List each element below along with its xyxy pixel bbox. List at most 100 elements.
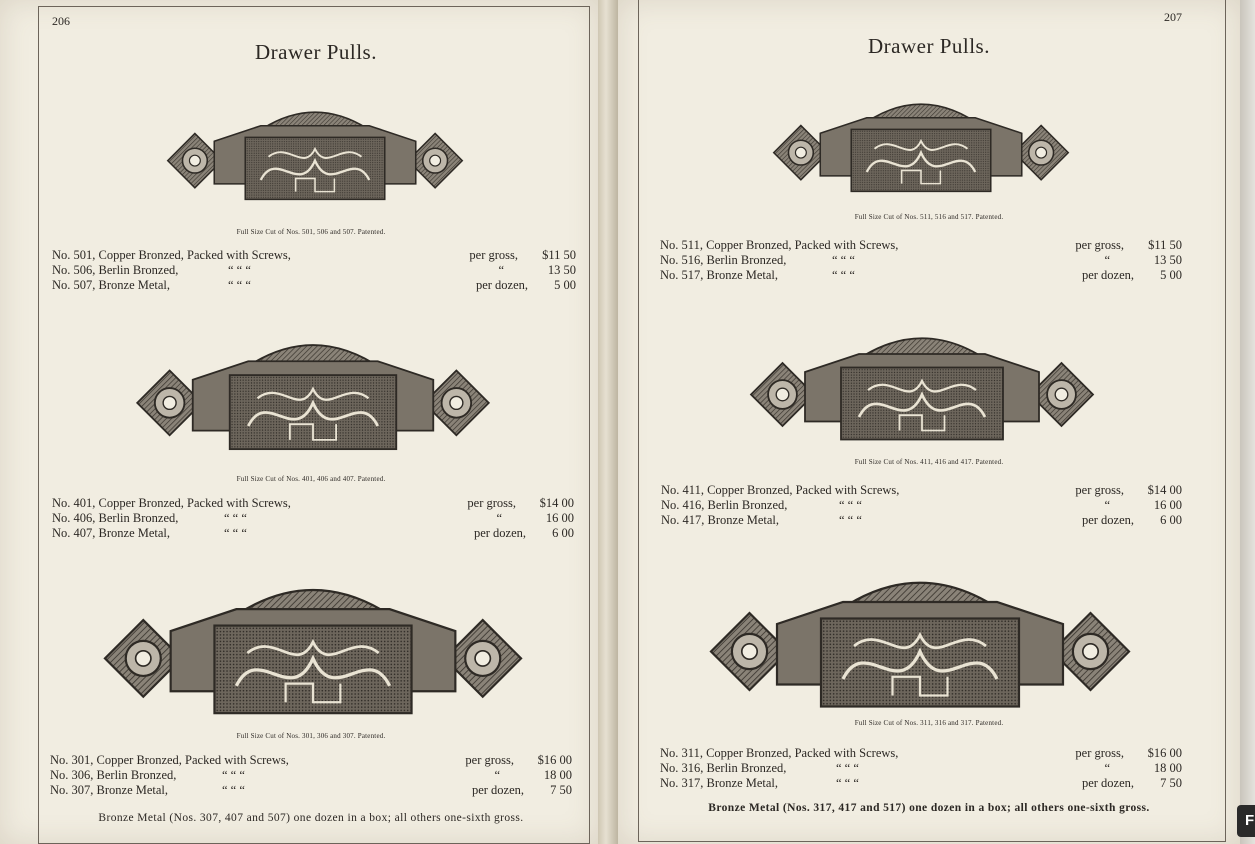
ditto-marks: “ “ “ bbox=[224, 526, 247, 540]
drawer-pull-illustration bbox=[749, 336, 1095, 442]
ditto-marks: “ “ “ bbox=[839, 513, 862, 527]
price-row: No. 511, Copper Bronzed, Packed with Scr… bbox=[660, 238, 1182, 253]
item-price: 16 00 bbox=[1153, 498, 1182, 512]
item-name: No. 411, Copper Bronzed, Packed with Scr… bbox=[661, 483, 900, 497]
ditto-marks: “ “ “ bbox=[836, 761, 859, 775]
item-unit: per dozen, bbox=[1081, 776, 1134, 790]
price-list: No. 311, Copper Bronzed, Packed with Scr… bbox=[660, 746, 1182, 791]
item-unit: “ bbox=[1104, 761, 1110, 775]
right-page: 207 Drawer Pulls. Full Size Cut of Nos. … bbox=[618, 0, 1240, 844]
item-price: 18 00 bbox=[1153, 761, 1182, 775]
drawer-pull-illustration bbox=[709, 581, 1131, 709]
item-name: No. 417, Bronze Metal, bbox=[661, 513, 780, 527]
page-edge bbox=[1240, 0, 1255, 844]
drawer-pull-illustration bbox=[103, 588, 523, 715]
price-row: No. 406, Berlin Bronzed, “ “ “ “ 16 00 bbox=[52, 511, 574, 526]
item-unit: per dozen, bbox=[1081, 513, 1134, 527]
item-name: No. 416, Berlin Bronzed, bbox=[661, 498, 788, 512]
price-row: No. 401, Copper Bronzed, Packed with Scr… bbox=[52, 496, 574, 511]
overlay-button-label: F bbox=[1245, 812, 1255, 829]
price-row: No. 506, Berlin Bronzed, “ “ “ “ 13 50 bbox=[52, 263, 576, 278]
page-title: Drawer Pulls. bbox=[255, 40, 377, 64]
left-page: 206 Drawer Pulls. Full Size Cut of Nos. … bbox=[0, 0, 598, 844]
figure-caption: Full Size Cut of Nos. 501, 506 and 507. … bbox=[236, 228, 386, 236]
ditto-marks: “ “ “ bbox=[839, 498, 862, 512]
figure-caption: Full Size Cut of Nos. 311, 316 and 317. … bbox=[854, 719, 1004, 727]
figure-caption: Full Size Cut of Nos. 401, 406 and 407. … bbox=[236, 475, 386, 483]
price-row: No. 301, Copper Bronzed, Packed with Scr… bbox=[50, 753, 572, 768]
item-name: No. 401, Copper Bronzed, Packed with Scr… bbox=[52, 496, 291, 510]
price-list: No. 401, Copper Bronzed, Packed with Scr… bbox=[52, 496, 574, 541]
figure-caption: Full Size Cut of Nos. 301, 306 and 307. … bbox=[236, 732, 386, 740]
ditto-marks: “ “ “ bbox=[228, 263, 251, 277]
price-row: No. 417, Bronze Metal, “ “ “ per dozen, 6 0… bbox=[661, 513, 1182, 528]
item-unit: “ bbox=[496, 511, 502, 525]
item-price: $11 50 bbox=[1148, 238, 1182, 252]
price-list: No. 511, Copper Bronzed, Packed with Scr… bbox=[660, 238, 1182, 283]
item-price: 16 00 bbox=[545, 511, 574, 525]
ditto-marks: “ “ “ bbox=[222, 768, 245, 782]
price-row: No. 411, Copper Bronzed, Packed with Scr… bbox=[661, 483, 1182, 498]
item-name: No. 311, Copper Bronzed, Packed with Scr… bbox=[660, 746, 899, 760]
item-price: 18 00 bbox=[543, 768, 572, 782]
price-row: No. 311, Copper Bronzed, Packed with Scr… bbox=[660, 746, 1182, 761]
item-unit: per dozen, bbox=[475, 278, 528, 292]
page-footer-note: Bronze Metal (Nos. 317, 417 and 517) one… bbox=[708, 802, 1150, 814]
book-gutter bbox=[598, 0, 618, 844]
item-price: 5 00 bbox=[1160, 268, 1182, 282]
item-price: 7 50 bbox=[550, 783, 572, 797]
item-name: No. 407, Bronze Metal, bbox=[52, 526, 171, 540]
item-price: 5 00 bbox=[554, 278, 576, 292]
price-row: No. 501, Copper Bronzed, Packed with Scr… bbox=[52, 248, 576, 263]
price-row: No. 316, Berlin Bronzed, “ “ “ “ 18 00 bbox=[660, 761, 1182, 776]
ditto-marks: “ “ “ bbox=[224, 511, 247, 525]
item-price: 13 50 bbox=[1153, 253, 1182, 267]
item-unit: “ bbox=[494, 768, 500, 782]
page-number: 207 bbox=[1164, 10, 1182, 24]
item-unit: “ bbox=[1104, 253, 1110, 267]
item-name: No. 507, Bronze Metal, bbox=[52, 278, 171, 292]
item-price: $16 00 bbox=[1147, 746, 1182, 760]
item-name: No. 316, Berlin Bronzed, bbox=[660, 761, 787, 775]
item-name: No. 511, Copper Bronzed, Packed with Scr… bbox=[660, 238, 899, 252]
item-name: No. 317, Bronze Metal, bbox=[660, 776, 779, 790]
item-price: $14 00 bbox=[1147, 483, 1182, 497]
item-unit: per gross, bbox=[1075, 483, 1124, 497]
price-row: No. 416, Berlin Bronzed, “ “ “ “ 16 00 bbox=[661, 498, 1182, 513]
price-row: No. 407, Bronze Metal, “ “ “ per dozen, 6 0… bbox=[52, 526, 574, 541]
item-name: No. 516, Berlin Bronzed, bbox=[660, 253, 787, 267]
item-name: No. 406, Berlin Bronzed, bbox=[52, 511, 179, 525]
ditto-marks: “ “ “ bbox=[222, 783, 245, 797]
item-unit: per gross, bbox=[1075, 746, 1124, 760]
ditto-marks: “ “ “ bbox=[228, 278, 251, 292]
item-price: $11 50 bbox=[542, 248, 576, 262]
item-unit: “ bbox=[498, 263, 504, 277]
overlay-button[interactable]: F bbox=[1237, 805, 1255, 837]
page-frame bbox=[638, 0, 1226, 842]
figure-caption: Full Size Cut of Nos. 411, 416 and 417. … bbox=[854, 458, 1004, 466]
ditto-marks: “ “ “ bbox=[832, 253, 855, 267]
price-row: No. 306, Berlin Bronzed,“ “ ““18 00 bbox=[50, 768, 572, 783]
page-number: 206 bbox=[52, 14, 70, 28]
price-list: No. 501, Copper Bronzed, Packed with Scr… bbox=[52, 248, 576, 293]
item-name: No. 301, Copper Bronzed, Packed with Scr… bbox=[50, 753, 289, 767]
item-price: 6 00 bbox=[552, 526, 574, 540]
price-list: No. 301, Copper Bronzed, Packed with Scr… bbox=[50, 753, 572, 798]
item-unit: “ bbox=[1104, 498, 1110, 512]
item-price: 7 50 bbox=[1160, 776, 1182, 790]
item-price: 13 50 bbox=[547, 263, 576, 277]
page-footer-note: Bronze Metal (Nos. 307, 407 and 507) one… bbox=[98, 812, 524, 824]
ditto-marks: “ “ “ bbox=[832, 268, 855, 282]
item-unit: per dozen, bbox=[473, 526, 526, 540]
item-name: No. 501, Copper Bronzed, Packed with Scr… bbox=[52, 248, 291, 262]
item-name: No. 307, Bronze Metal, bbox=[50, 783, 169, 797]
item-unit: per gross, bbox=[467, 496, 516, 510]
figure-caption: Full Size Cut of Nos. 511, 516 and 517. … bbox=[854, 213, 1004, 221]
item-price: $16 00 bbox=[537, 753, 572, 767]
ditto-marks: “ “ “ bbox=[836, 776, 859, 790]
drawer-pull-illustration bbox=[135, 343, 491, 451]
drawer-pull-illustration bbox=[772, 102, 1070, 193]
item-unit: per gross, bbox=[469, 248, 518, 262]
item-price: 6 00 bbox=[1160, 513, 1182, 527]
item-name: No. 506, Berlin Bronzed, bbox=[52, 263, 179, 277]
